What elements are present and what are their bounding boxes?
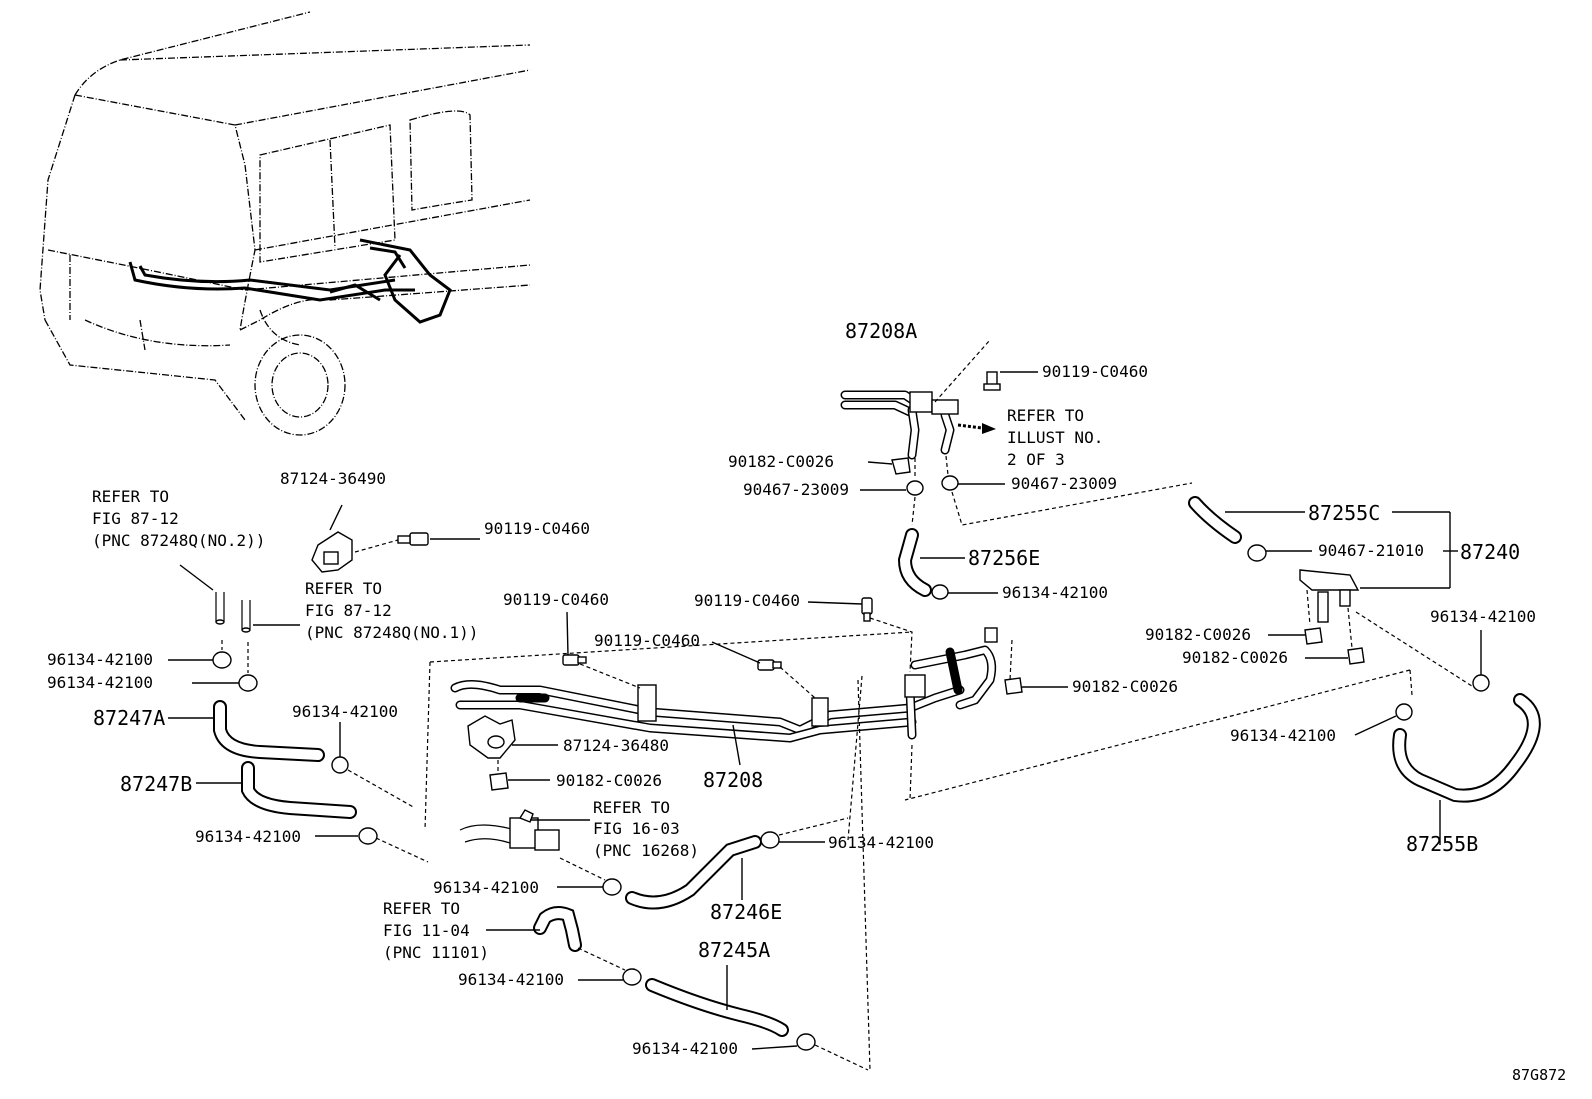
label-refer-8712-b-2: FIG 87-12 xyxy=(305,601,392,620)
clamp-icon xyxy=(760,831,780,849)
label-87246e: 87246E xyxy=(710,900,782,924)
label-90119-c: 90119-C0460 xyxy=(594,631,700,650)
label-refer-illust-2: ILLUST NO. xyxy=(1007,428,1103,447)
label-96134-l6: 96134-42100 xyxy=(458,970,564,989)
valve-87240 xyxy=(1299,569,1360,623)
label-96134-l1: 96134-42100 xyxy=(47,650,153,669)
label-refer-illust-1: REFER TO xyxy=(1007,406,1084,425)
clamp-icon xyxy=(238,674,258,692)
label-refer-8712-a-1: REFER TO xyxy=(92,487,169,506)
label-96134-l2: 96134-42100 xyxy=(47,673,153,692)
nut-icon xyxy=(1304,627,1323,645)
nut-icon xyxy=(489,772,509,791)
label-87245a: 87245A xyxy=(698,938,770,962)
pipe-87208 xyxy=(450,627,998,743)
bolt-icon xyxy=(983,371,1001,391)
label-refer-8712-a-2: FIG 87-12 xyxy=(92,509,179,528)
clamp-icon xyxy=(212,651,232,669)
label-96134-center-low: 96134-42100 xyxy=(828,833,934,852)
label-refer-8712-b-1: REFER TO xyxy=(305,579,382,598)
fitting-16268 xyxy=(459,809,560,851)
clip-87124-36480 xyxy=(467,715,516,759)
clamp-icon xyxy=(1395,703,1413,721)
label-90182-r1: 90182-C0026 xyxy=(1145,625,1251,644)
pipe-87208a xyxy=(840,339,991,460)
label-90467-left: 90467-23009 xyxy=(743,480,849,499)
label-refer-1104-3: (PNC 11101) xyxy=(383,943,489,962)
clamp-icon xyxy=(941,475,959,491)
hose-87245a xyxy=(645,978,789,1037)
hose-87247b xyxy=(241,761,357,819)
hose-87255b xyxy=(1392,693,1541,803)
label-refer-1603-2: FIG 16-03 xyxy=(593,819,680,838)
bolt-icon xyxy=(861,597,873,622)
label-87247a: 87247A xyxy=(93,706,165,730)
arrow-icon xyxy=(982,423,996,434)
bolt-icon xyxy=(757,659,782,671)
label-96134-l4: 96134-42100 xyxy=(195,827,301,846)
label-refer-1603-3: (PNC 16268) xyxy=(593,841,699,860)
label-refer-1104-1: REFER TO xyxy=(383,899,460,918)
label-96134-right-mid: 96134-42100 xyxy=(1230,726,1336,745)
clamp-icon xyxy=(358,827,378,845)
label-96134-l5: 96134-42100 xyxy=(433,878,539,897)
hose-87256e xyxy=(897,528,932,597)
nut-icon xyxy=(891,457,911,475)
clip-87124-36490 xyxy=(311,531,353,573)
label-87208a: 87208A xyxy=(845,319,917,343)
clamp-icon xyxy=(1247,544,1267,562)
label-87247b: 87247B xyxy=(120,772,192,796)
label-refer-1104-2: FIG 11-04 xyxy=(383,921,470,940)
part-labels: 87208A 90119-C0460 REFER TO ILLUST NO. 2… xyxy=(47,319,1566,1084)
label-90182-lower: 90182-C0026 xyxy=(556,771,662,790)
label-96134-l3: 96134-42100 xyxy=(292,702,398,721)
label-90119-b: 90119-C0460 xyxy=(694,591,800,610)
label-90182-center: 90182-C0026 xyxy=(1072,677,1178,696)
clamp-icon xyxy=(622,968,642,986)
label-90119-a: 90119-C0460 xyxy=(503,590,609,609)
label-refer-8712-b-3: (PNC 87248Q(NO.1)) xyxy=(305,623,478,642)
clamp-icon xyxy=(331,756,349,774)
bolt-icon xyxy=(397,532,429,546)
bolt-icon xyxy=(562,654,587,666)
clamp-icon xyxy=(906,480,924,496)
nut-icon xyxy=(1347,647,1365,665)
label-90182-r2: 90182-C0026 xyxy=(1182,648,1288,667)
label-87240: 87240 xyxy=(1460,540,1520,564)
hose-87247a xyxy=(213,700,325,762)
fitting-11101 xyxy=(533,906,582,952)
vehicle-illustration xyxy=(39,11,531,436)
label-refer-8712-a-3: (PNC 87248Q(NO.2)) xyxy=(92,531,265,550)
label-90119-mid: 90119-C0460 xyxy=(484,519,590,538)
label-90182-top: 90182-C0026 xyxy=(728,452,834,471)
label-96134-l7: 96134-42100 xyxy=(632,1039,738,1058)
label-87255b: 87255B xyxy=(1406,832,1478,856)
label-refer-illust-3: 2 OF 3 xyxy=(1007,450,1065,469)
clamp-icon xyxy=(602,878,622,896)
label-96134-mid-top: 96134-42100 xyxy=(1002,583,1108,602)
label-87208: 87208 xyxy=(703,768,763,792)
clamp-icon xyxy=(1472,674,1490,692)
label-87124-36480: 87124-36480 xyxy=(563,736,669,755)
clamp-icon xyxy=(931,584,949,600)
label-90467-right: 90467-23009 xyxy=(1011,474,1117,493)
label-87256e: 87256E xyxy=(968,546,1040,570)
hose-87246e xyxy=(625,835,762,910)
label-90119-top: 90119-C0460 xyxy=(1042,362,1148,381)
label-96134-right-top: 96134-42100 xyxy=(1430,607,1536,626)
clamp-icon xyxy=(796,1033,816,1051)
figure-code: 87G872 xyxy=(1512,1066,1566,1084)
label-refer-1603-1: REFER TO xyxy=(593,798,670,817)
label-87124-36490: 87124-36490 xyxy=(280,469,386,488)
label-87255c: 87255C xyxy=(1308,501,1380,525)
nut-icon xyxy=(1004,677,1023,695)
hose-87255c xyxy=(1188,496,1242,544)
label-90467-21010: 90467-21010 xyxy=(1318,541,1424,560)
